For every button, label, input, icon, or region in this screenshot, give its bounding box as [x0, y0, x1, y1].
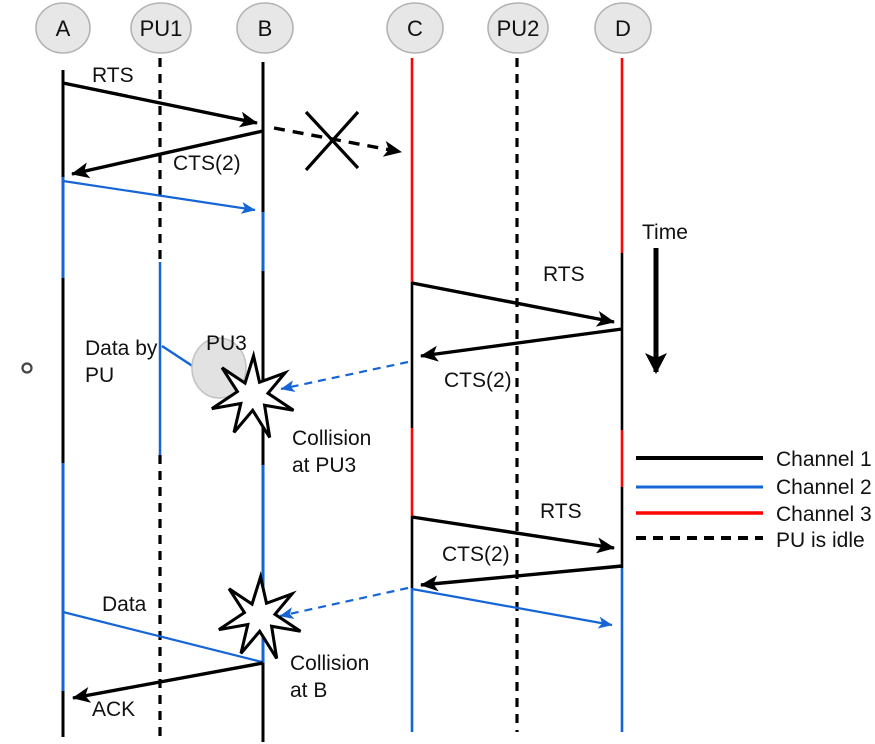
channel2-arrow-a-to-b: [62, 179, 256, 214]
failed-dashed-arrow-b-to-c: [273, 126, 402, 157]
rts-ab-label: RTS: [92, 64, 134, 87]
pu3-label: PU3: [206, 332, 247, 355]
collision-b-line2: at B: [290, 679, 327, 702]
legend-channel2-label: Channel 2: [776, 476, 872, 499]
data-label: Data: [102, 593, 147, 616]
node-b-label: B: [258, 16, 273, 41]
collision-star-b: [218, 571, 302, 660]
legend-channel1-label: Channel 1: [776, 448, 872, 471]
rts-arrow-c-to-d-1: [411, 281, 615, 327]
rts-arrow-a-to-b: [62, 81, 258, 128]
data-by-pu-line1: Data by: [85, 337, 158, 360]
legend-pu-idle-label: PU is idle: [776, 529, 865, 552]
x-mark: [304, 110, 360, 172]
cts-cd1-label: CTS(2): [444, 369, 512, 392]
node-b-circle: [236, 2, 294, 54]
node-a-circle: [35, 2, 91, 54]
collision-pu3-line2: at PU3: [292, 454, 356, 477]
cts-cd2-label: CTS(2): [442, 543, 510, 566]
collision-pu3-annotation: Collision at PU3: [292, 427, 371, 477]
cts-arrow-b-to-a: [71, 129, 264, 179]
rts-arrow-c-to-d-2: [411, 515, 615, 554]
node-d-label: D: [615, 16, 631, 41]
node-a: A: [35, 2, 91, 54]
data-by-pu-annotation: Data by PU: [85, 337, 158, 387]
cts-arrow-d-to-c-1: [420, 327, 623, 362]
node-pu2-circle: [487, 2, 549, 54]
node-c-label: C: [407, 16, 423, 41]
node-d-circle: [594, 2, 652, 54]
node-c-circle: [386, 2, 444, 54]
dashed-blue-arrow-c-to-b: [279, 586, 409, 619]
node-pu1-label: PU1: [140, 16, 183, 41]
node-pu2: PU2: [487, 2, 549, 54]
node-b: B: [236, 2, 294, 54]
collision-star-pu3: [211, 350, 295, 439]
ack-arrow-b-to-a: [72, 661, 264, 703]
channel2-arrow-c-to-d: [411, 587, 613, 629]
collision-star-b-shape: [218, 571, 302, 660]
collision-b-line1: Collision: [290, 652, 369, 675]
ack-label: ACK: [92, 698, 135, 721]
node-pu1: PU1: [130, 2, 192, 54]
x-mark-stroke-2: [304, 110, 360, 172]
node-pu2-label: PU2: [497, 16, 540, 41]
node-d: D: [594, 2, 652, 54]
degree-mark: [21, 362, 33, 374]
collision-star-pu3-shape: [211, 350, 295, 439]
legend: Channel 1 Channel 2 Channel 3 PU is idle: [636, 448, 872, 552]
cts-ab-label: CTS(2): [173, 152, 241, 175]
collision-b-annotation: Collision at B: [290, 652, 369, 702]
node-c: C: [386, 2, 444, 54]
rts-cd1-label: RTS: [543, 263, 585, 286]
node-a-label: A: [56, 16, 71, 41]
collision-pu3-line1: Collision: [292, 427, 371, 450]
data-line-a-to-b: [62, 610, 263, 664]
data-by-pu-line2: PU: [85, 364, 114, 387]
time-label: Time: [642, 221, 688, 244]
rts-cd2-label: RTS: [540, 500, 582, 523]
pu-data-link-line: [161, 344, 195, 369]
legend-channel3-label: Channel 3: [776, 503, 872, 526]
cts-arrow-d-to-c-2: [420, 564, 623, 592]
node-pu1-circle: [130, 2, 192, 54]
dashed-blue-arrow-c-to-pu3: [280, 360, 409, 393]
